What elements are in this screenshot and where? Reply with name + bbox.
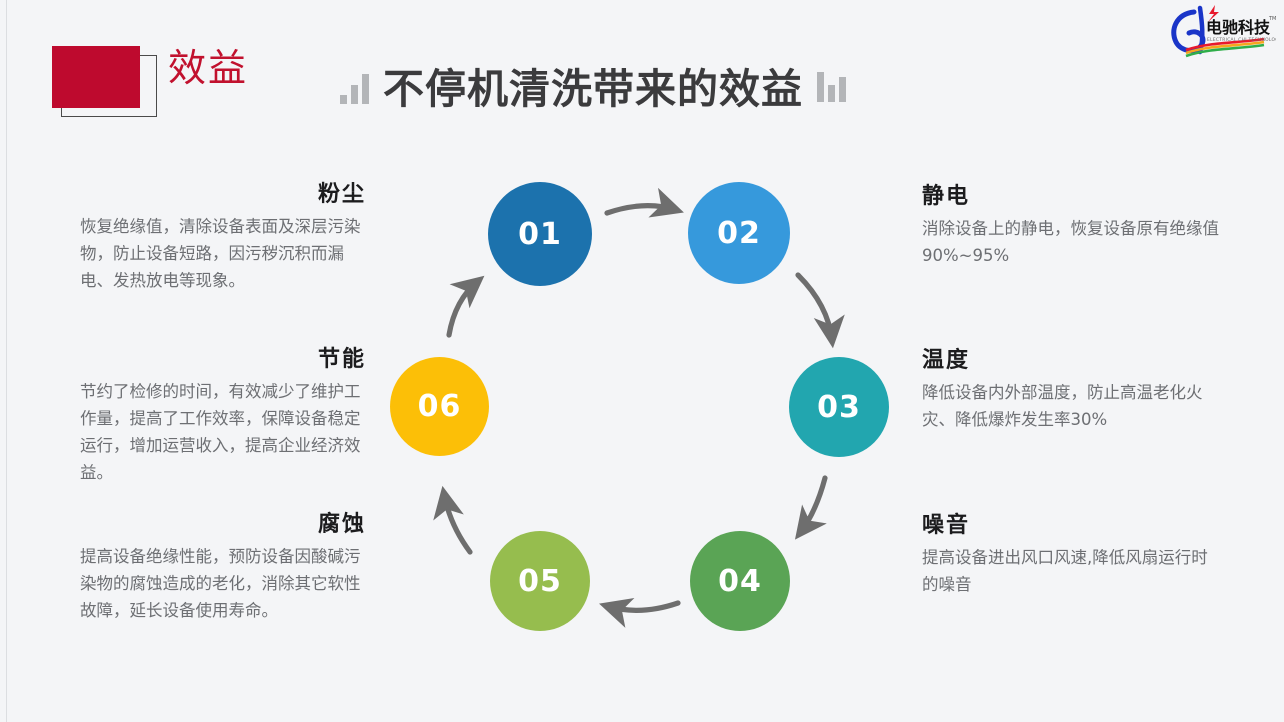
section-label: 效益: [168, 46, 249, 90]
item-body-corrosion: 提高设备绝缘性能，预防设备因酸碱污染物的腐蚀造成的老化，消除其它软性故障，延长设…: [80, 547, 361, 620]
item-block-dust: 粉尘 恢复绝缘值，清除设备表面及深层污染物，防止设备短路，因污秽沉积而漏电、发热…: [80, 182, 366, 295]
logo-text-cn: 电驰科技: [1206, 18, 1271, 37]
company-logo: 电驰科技 ELECTRICAL CHI TECHNOLOGY TM: [1164, 2, 1281, 58]
cycle-node-01[interactable]: 01: [488, 182, 592, 286]
item-block-energy-saving: 节能 节约了检修的时间，有效减少了维护工作量，提高了工作效率，保障设备稳定运行，…: [80, 347, 366, 486]
item-block-static: 静电 消除设备上的静电，恢复设备原有绝缘值90%~95%: [922, 184, 1222, 270]
item-block-noise: 噪音 提高设备进出风口风速,降低风扇运行时的噪音: [922, 513, 1222, 599]
section-badge: [52, 46, 160, 118]
item-body-energy-saving: 节约了检修的时间，有效减少了维护工作量，提高了工作效率，保障设备稳定运行，增加运…: [80, 382, 361, 482]
cycle-node-06[interactable]: 06: [390, 357, 489, 456]
title-row: 不停机清洗带来的效益: [340, 68, 846, 110]
item-title-temperature: 温度: [922, 348, 971, 373]
badge-filled-square: [52, 46, 140, 108]
arrow-05-to-06: [433, 485, 473, 555]
cycle-node-04[interactable]: 04: [690, 531, 790, 631]
item-body-noise: 提高设备进出风口风速,降低风扇运行时的噪音: [922, 548, 1208, 595]
logo-text-en: ELECTRICAL CHI TECHNOLOGY: [1207, 37, 1276, 43]
item-body-temperature: 降低设备内外部温度，防止高温老化火灾、降低爆炸发生率30%: [922, 383, 1203, 430]
left-edge-divider: [6, 0, 7, 722]
arrow-04-to-05: [599, 597, 681, 628]
arrow-06-to-01: [446, 275, 485, 338]
item-title-noise: 噪音: [922, 513, 971, 538]
cycle-node-03[interactable]: 03: [789, 357, 889, 457]
logo-trademark: TM: [1268, 16, 1276, 22]
item-body-dust: 恢复绝缘值，清除设备表面及深层污染物，防止设备短路，因污秽沉积而漏电、发热放电等…: [80, 217, 361, 290]
item-block-corrosion: 腐蚀 提高设备绝缘性能，预防设备因酸碱污染物的腐蚀造成的老化，消除其它软性故障，…: [80, 512, 366, 625]
arrow-03-to-04: [794, 475, 828, 540]
item-title-energy-saving: 节能: [317, 347, 366, 372]
item-title-corrosion: 腐蚀: [317, 512, 366, 537]
arrow-02-to-03: [795, 272, 845, 349]
logo-rainbow-arc: [1185, 37, 1265, 58]
page-title: 不停机清洗带来的效益: [383, 65, 803, 113]
logo-bolt-icon: [1208, 5, 1219, 22]
item-block-temperature: 温度 降低设备内外部温度，防止高温老化火灾、降低爆炸发生率30%: [922, 348, 1222, 434]
bar-chart-icon-left: [340, 70, 369, 110]
logo-swirl-icon: [1171, 5, 1206, 55]
item-title-dust: 粉尘: [317, 182, 366, 207]
arrow-01-to-02: [604, 187, 684, 218]
item-title-static: 静电: [922, 184, 971, 209]
bar-chart-icon-right: [817, 68, 846, 110]
item-body-static: 消除设备上的静电，恢复设备原有绝缘值90%~95%: [922, 219, 1219, 266]
cycle-node-05[interactable]: 05: [490, 531, 590, 631]
cycle-node-02[interactable]: 02: [688, 182, 790, 284]
